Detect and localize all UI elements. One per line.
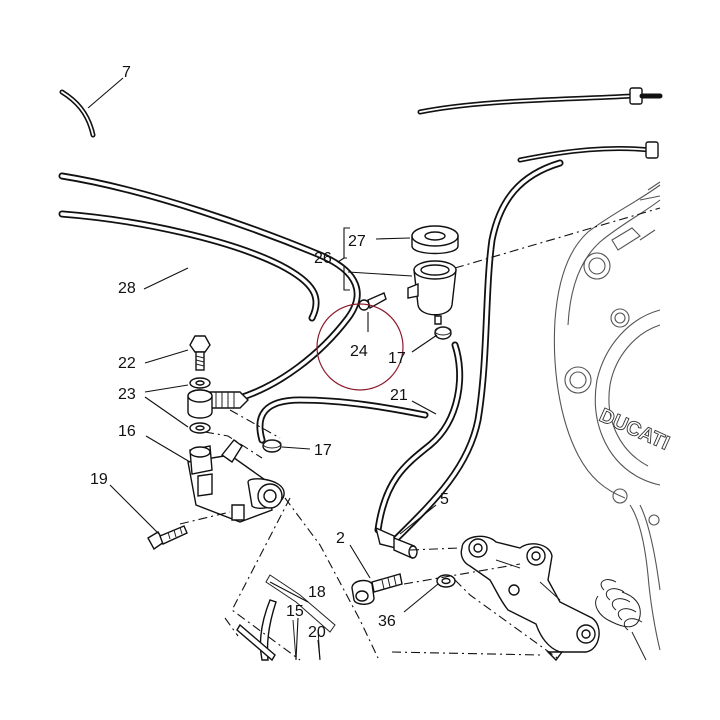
washer-36 bbox=[436, 574, 456, 588]
highlight-circle bbox=[316, 303, 404, 391]
assembly-lines bbox=[179, 409, 561, 661]
washer-23-bottom bbox=[189, 422, 211, 434]
label-18: 18 bbox=[308, 584, 326, 601]
clutch-master-cylinder-16 bbox=[187, 439, 285, 523]
label-2: 2 bbox=[336, 530, 345, 547]
label-27: 27 bbox=[348, 233, 366, 250]
reservoir-26 bbox=[407, 260, 457, 325]
label-24: 24 bbox=[350, 343, 368, 360]
label-5: 5 bbox=[440, 491, 449, 508]
bolt-2 bbox=[351, 573, 403, 605]
label-16: 16 bbox=[118, 423, 136, 440]
screw-24 bbox=[358, 292, 387, 311]
leader-lines bbox=[87, 77, 439, 661]
throttle-cables bbox=[417, 87, 663, 163]
slave-cylinder-bracket bbox=[460, 535, 600, 662]
fitting-5 bbox=[374, 526, 418, 560]
washer-23-top bbox=[189, 377, 211, 389]
label-22: 22 bbox=[118, 355, 136, 372]
engine-case: DUCATI bbox=[553, 181, 673, 651]
callout-labels: 7 27 26 28 24 22 17 23 21 16 17 19 5 2 1… bbox=[90, 64, 449, 641]
label-26: 26 bbox=[314, 250, 332, 267]
return-spring bbox=[595, 579, 647, 661]
reservoir-cap-27 bbox=[411, 225, 459, 255]
label-36: 36 bbox=[378, 613, 396, 630]
pushrod-parts bbox=[236, 574, 336, 662]
label-15: 15 bbox=[286, 603, 304, 620]
banjo-fitting-23 bbox=[187, 389, 213, 419]
label-7: 7 bbox=[122, 64, 131, 81]
hose-clamp-17-top bbox=[434, 326, 452, 340]
label-17-bottom: 17 bbox=[314, 442, 332, 459]
label-23: 23 bbox=[118, 386, 136, 403]
label-17-top: 17 bbox=[388, 350, 406, 367]
label-21: 21 bbox=[390, 387, 408, 404]
cable-7 bbox=[59, 89, 96, 138]
label-28: 28 bbox=[118, 280, 136, 297]
hose-clamp-17-bottom bbox=[262, 439, 282, 453]
hose-to-fitting-5 bbox=[391, 159, 564, 544]
banjo-bolt-22 bbox=[189, 335, 211, 371]
bolt-19 bbox=[147, 525, 188, 551]
hose-21 bbox=[256, 341, 464, 534]
label-19: 19 bbox=[90, 471, 108, 488]
clutch-hose-28 bbox=[58, 172, 361, 409]
label-20: 20 bbox=[308, 624, 326, 641]
